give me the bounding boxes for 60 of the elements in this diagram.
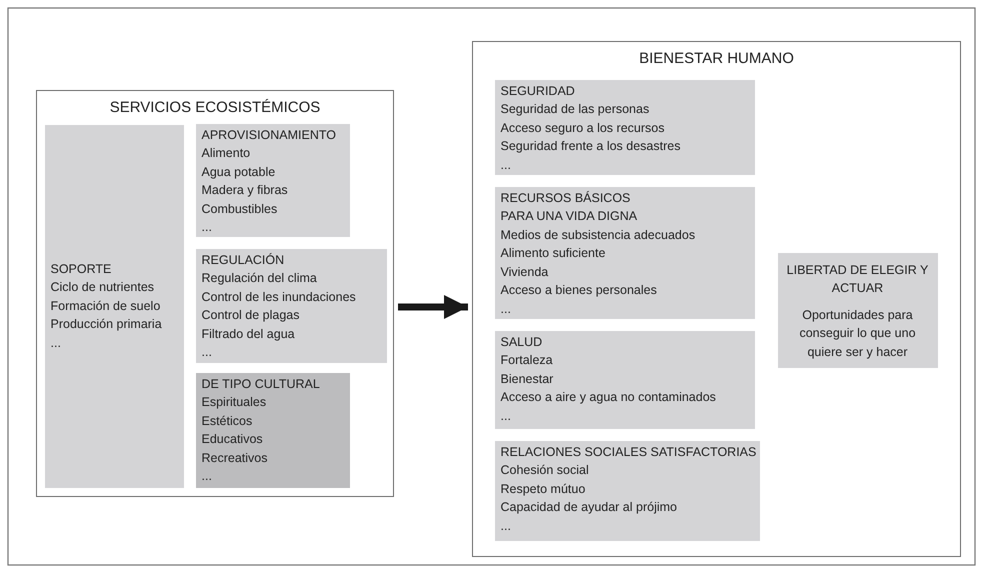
list-item: Capacidad de ayudar al prójimo <box>500 499 678 516</box>
category-box <box>494 330 754 428</box>
category-heading: RELACIONES SOCIALES SATISFACTORIAS <box>500 444 754 460</box>
panel-title: BIENESTAR HUMANO <box>638 50 795 67</box>
category-heading: RECURSOS BÁSICOS PARA UNA VIDA DIGNA <box>500 190 638 226</box>
list-item: Vivienda <box>500 264 550 281</box>
list-item: Recreativos <box>202 450 268 467</box>
list-item: Filtrado del agua <box>202 326 296 343</box>
list-item: Alimento <box>202 145 252 162</box>
category-box <box>196 124 350 236</box>
arrow <box>398 295 468 319</box>
category-box <box>196 372 350 488</box>
list-item: ... <box>202 468 213 486</box>
list-item: Oportunidades para conseguir lo que uno quiere ser y hacer <box>798 306 917 361</box>
group-panel <box>472 41 961 557</box>
list-item: ... <box>202 219 213 236</box>
list-item: Alimento suficiente <box>500 245 606 262</box>
category-heading: SALUD <box>500 334 544 350</box>
category-box <box>494 440 760 540</box>
list-item: ... <box>202 344 213 362</box>
list-item: Bienestar <box>500 370 554 388</box>
list-item: Madera y fibras <box>202 182 289 200</box>
list-item: Formación de suelo <box>50 298 162 315</box>
list-item: Combustibles <box>202 200 278 218</box>
list-item: Agua potable <box>202 164 276 181</box>
category-box <box>44 124 184 488</box>
list-item: ... <box>500 156 512 174</box>
list-item: Medios de subsistencia adecuados <box>500 226 696 244</box>
list-item: Seguridad de las personas <box>500 101 650 118</box>
list-item: Ciclo de nutrientes <box>50 279 156 296</box>
list-item: Control de les inundaciones <box>202 288 357 306</box>
category-heading: DE TIPO CULTURAL <box>202 376 321 392</box>
list-item: Espirituales <box>202 394 268 412</box>
list-item: Acceso seguro a los recursos <box>500 120 666 137</box>
group-panel <box>36 90 394 497</box>
list-item: Producción primaria <box>50 316 162 334</box>
category-heading: LIBERTAD DE ELEGIR Y ACTUAR <box>786 262 930 298</box>
list-item: Acceso a aire y agua no contaminados <box>500 389 717 406</box>
list-item: Respeto mútuo <box>500 480 586 498</box>
list-item: ... <box>500 408 512 425</box>
list-item: Cohesión social <box>500 462 590 480</box>
panel-title: SERVICIOS ECOSISTÉMICOS <box>108 99 322 116</box>
category-box <box>778 252 938 368</box>
category-box <box>494 186 754 318</box>
category-heading: SOPORTE <box>50 260 112 278</box>
list-item: Acceso a bienes personales <box>500 282 658 300</box>
list-item: Seguridad frente a los desastres <box>500 138 682 156</box>
category-heading: REGULACIÓN <box>202 252 286 268</box>
category-box <box>196 248 386 362</box>
list-item: ... <box>50 334 62 352</box>
list-item: Regulación del clima <box>202 270 318 288</box>
list-item: Educativos <box>202 431 264 448</box>
category-box <box>494 80 754 174</box>
list-item: Estéticos <box>202 412 254 430</box>
category-heading: APROVISIONAMIENTO <box>202 126 338 144</box>
category-heading: SEGURIDAD <box>500 82 576 100</box>
list-item: ... <box>500 518 512 535</box>
list-item: ... <box>500 301 512 318</box>
list-item: Fortaleza <box>500 352 554 370</box>
list-item: Control de plagas <box>202 307 300 324</box>
